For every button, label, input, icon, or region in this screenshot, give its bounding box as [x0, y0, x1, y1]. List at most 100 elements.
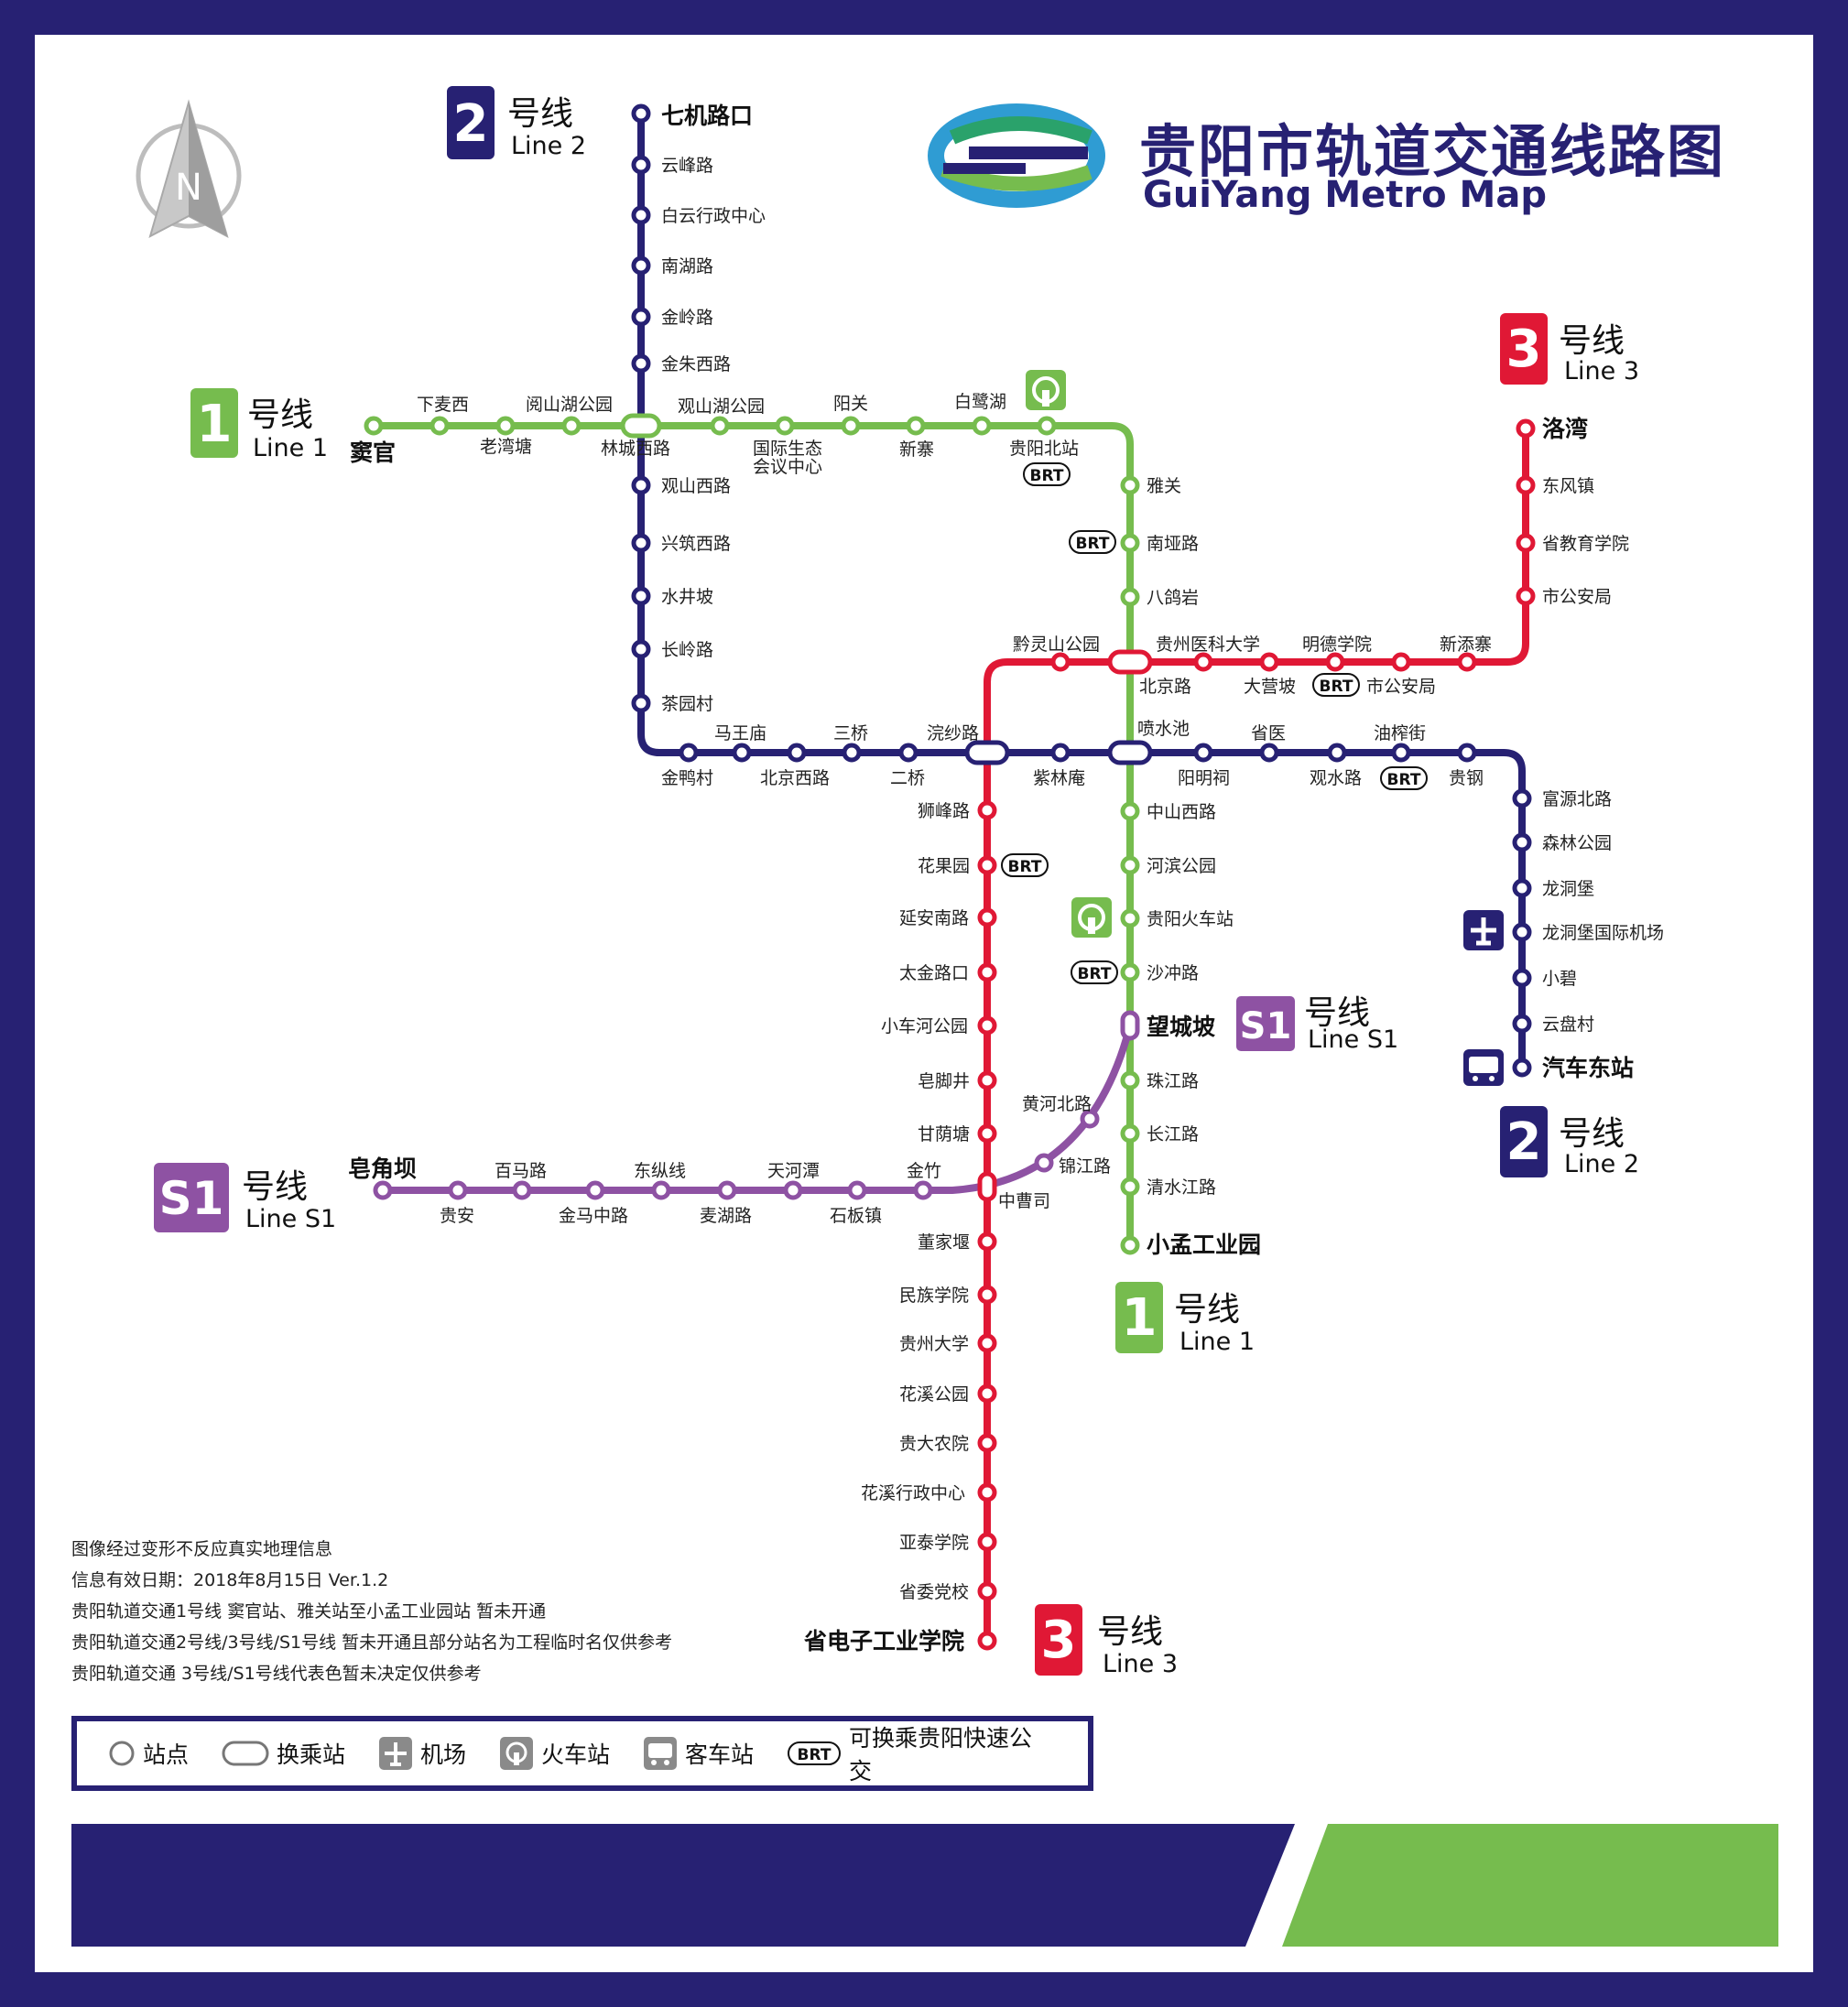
svg-text:河滨公园: 河滨公园: [1147, 856, 1216, 876]
svg-text:BRT: BRT: [1076, 535, 1110, 553]
lineS1-track: [383, 1024, 1134, 1194]
brt-badges: BRT BRT BRT BRT BRT BRT: [1001, 462, 1428, 984]
svg-text:董家堰: 董家堰: [918, 1232, 970, 1253]
svg-text:S1: S1: [159, 1172, 224, 1225]
svg-text:观山湖公园: 观山湖公园: [678, 396, 765, 417]
svg-text:天河潭: 天河潭: [767, 1161, 820, 1181]
svg-text:油榨街: 油榨街: [1374, 723, 1426, 743]
svg-text:富源北路: 富源北路: [1542, 789, 1612, 809]
note-line: 信息有效日期：2018年8月15日 Ver.1.2: [71, 1570, 389, 1590]
svg-text:贵州医科大学: 贵州医科大学: [1156, 635, 1260, 655]
svg-text:七机路口: 七机路口: [661, 103, 753, 129]
svg-text:森林公园: 森林公园: [1542, 833, 1612, 853]
svg-text:白鹭湖: 白鹭湖: [954, 392, 1006, 412]
legend-train: 火车站: [499, 1736, 610, 1771]
svg-text:贵阳北站: 贵阳北站: [1009, 439, 1079, 459]
svg-text:1: 1: [1122, 1288, 1158, 1348]
svg-text:小碧: 小碧: [1542, 969, 1577, 989]
svg-text:龙洞堡: 龙洞堡: [1542, 879, 1594, 899]
svg-text:省委党校: 省委党校: [899, 1582, 969, 1602]
svg-text:长江路: 长江路: [1147, 1124, 1199, 1145]
svg-text:BRT: BRT: [1008, 858, 1042, 876]
train-station-icon: [1026, 370, 1066, 410]
svg-text:贵阳火车站: 贵阳火车站: [1147, 909, 1234, 929]
note-line: 贵阳轨道交通 3号线/S1号线代表色暂未决定仅供参考: [71, 1664, 482, 1684]
badge-lineS1-left: S1 号线 Line S1: [154, 1163, 336, 1233]
notes: 图像经过变形不反应真实地理信息 信息有效日期：2018年8月15日 Ver.1.…: [71, 1534, 672, 1689]
svg-text:号线: 号线: [247, 396, 313, 434]
svg-text:民族学院: 民族学院: [899, 1286, 969, 1306]
svg-text:北京路: 北京路: [1139, 677, 1191, 697]
svg-text:延安南路: 延安南路: [899, 908, 969, 928]
svg-text:洛湾: 洛湾: [1542, 416, 1588, 442]
badge-line1-left: 1 号线 Line 1: [190, 388, 328, 462]
svg-text:BRT: BRT: [1320, 678, 1353, 696]
svg-text:中山西路: 中山西路: [1147, 802, 1216, 822]
svg-text:下麦西: 下麦西: [417, 395, 469, 415]
svg-text:会议中心: 会议中心: [753, 457, 822, 477]
train-station-icon: [500, 1737, 533, 1770]
svg-text:Line 2: Line 2: [1564, 1150, 1639, 1178]
svg-text:清水江路: 清水江路: [1147, 1177, 1216, 1198]
legend-brt: BRT 可换乘贵阳快速公交: [787, 1720, 1055, 1786]
bus-station-icon: [644, 1737, 677, 1770]
svg-text:锦江路: 锦江路: [1059, 1156, 1111, 1177]
svg-text:花溪行政中心: 花溪行政中心: [861, 1483, 965, 1503]
svg-text:花果园: 花果园: [918, 856, 970, 876]
svg-text:八鸽岩: 八鸽岩: [1147, 588, 1199, 608]
svg-text:林城西路: 林城西路: [601, 439, 670, 459]
line1-track: [374, 422, 1134, 1245]
map-title: 贵阳市轨道交通线路图: [1139, 118, 1726, 185]
svg-text:号线: 号线: [1559, 1115, 1625, 1153]
badge-line3-bottom: 3 号线 Line 3: [1035, 1604, 1178, 1678]
svg-text:南垭路: 南垭路: [1147, 534, 1199, 554]
svg-text:号线: 号线: [507, 95, 573, 133]
svg-text:观水路: 观水路: [1310, 768, 1362, 788]
svg-text:Line 2: Line 2: [511, 132, 586, 160]
svg-text:石板镇: 石板镇: [830, 1206, 882, 1226]
bus-station-icon: [1463, 1049, 1504, 1086]
svg-text:号线: 号线: [1304, 994, 1370, 1032]
svg-text:小孟工业园: 小孟工业园: [1147, 1231, 1261, 1258]
svg-text:阳关: 阳关: [833, 394, 868, 414]
svg-text:BRT: BRT: [1387, 771, 1421, 789]
svg-text:明德学院: 明德学院: [1302, 635, 1372, 655]
note-line: 图像经过变形不反应真实地理信息: [71, 1539, 333, 1559]
svg-text:贵安: 贵安: [440, 1206, 474, 1226]
svg-text:Line 1: Line 1: [253, 434, 328, 462]
svg-text:中曹司: 中曹司: [998, 1191, 1050, 1211]
line1-labels: 窦官 下麦西 老湾塘 阅山湖公园 观山湖公园 国际生态 会议中心 阳关 新寨 白…: [350, 392, 1261, 1258]
svg-text:皂脚井: 皂脚井: [918, 1071, 970, 1091]
svg-text:金马中路: 金马中路: [559, 1206, 628, 1226]
svg-text:黄河北路: 黄河北路: [1022, 1094, 1092, 1114]
svg-text:Line S1: Line S1: [1308, 1025, 1398, 1054]
map-subtitle: GuiYang Metro Map: [1143, 174, 1547, 216]
note-line: 贵阳轨道交通1号线 窦官站、雅关站至小孟工业园站 暂未开通: [71, 1601, 547, 1622]
svg-text:国际生态: 国际生态: [753, 439, 822, 459]
brt-icon: BRT: [788, 1741, 841, 1765]
airport-icon: [1463, 910, 1504, 950]
svg-text:2: 2: [453, 94, 489, 154]
svg-text:雅关: 雅关: [1147, 476, 1181, 496]
svg-text:喷水池: 喷水池: [1137, 719, 1190, 739]
svg-text:BRT: BRT: [1030, 467, 1064, 485]
svg-text:号线: 号线: [242, 1168, 308, 1206]
legend-bus: 客车站: [643, 1736, 754, 1771]
svg-text:水井坡: 水井坡: [661, 587, 713, 607]
legend-airport: 机场: [378, 1736, 466, 1771]
badge-lineS1-right: S1 号线 Line S1: [1236, 994, 1398, 1054]
svg-text:Line S1: Line S1: [245, 1205, 336, 1233]
svg-text:省教育学院: 省教育学院: [1542, 534, 1629, 554]
svg-text:贵大农院: 贵大农院: [899, 1434, 969, 1454]
svg-text:东风镇: 东风镇: [1542, 476, 1594, 496]
svg-text:小车河公园: 小车河公园: [881, 1016, 968, 1036]
svg-text:北京西路: 北京西路: [760, 768, 830, 788]
svg-text:3: 3: [1506, 320, 1542, 379]
svg-text:号线: 号线: [1097, 1613, 1163, 1651]
legend-station: 站点: [108, 1737, 189, 1770]
line2-labels: 七机路口 云峰路 白云行政中心 南湖路 金岭路 金朱西路 林城西路 观山西路 兴…: [601, 103, 1664, 1081]
svg-text:号线: 号线: [1174, 1291, 1240, 1329]
svg-text:珠江路: 珠江路: [1147, 1071, 1199, 1091]
svg-text:金朱西路: 金朱西路: [661, 354, 731, 374]
